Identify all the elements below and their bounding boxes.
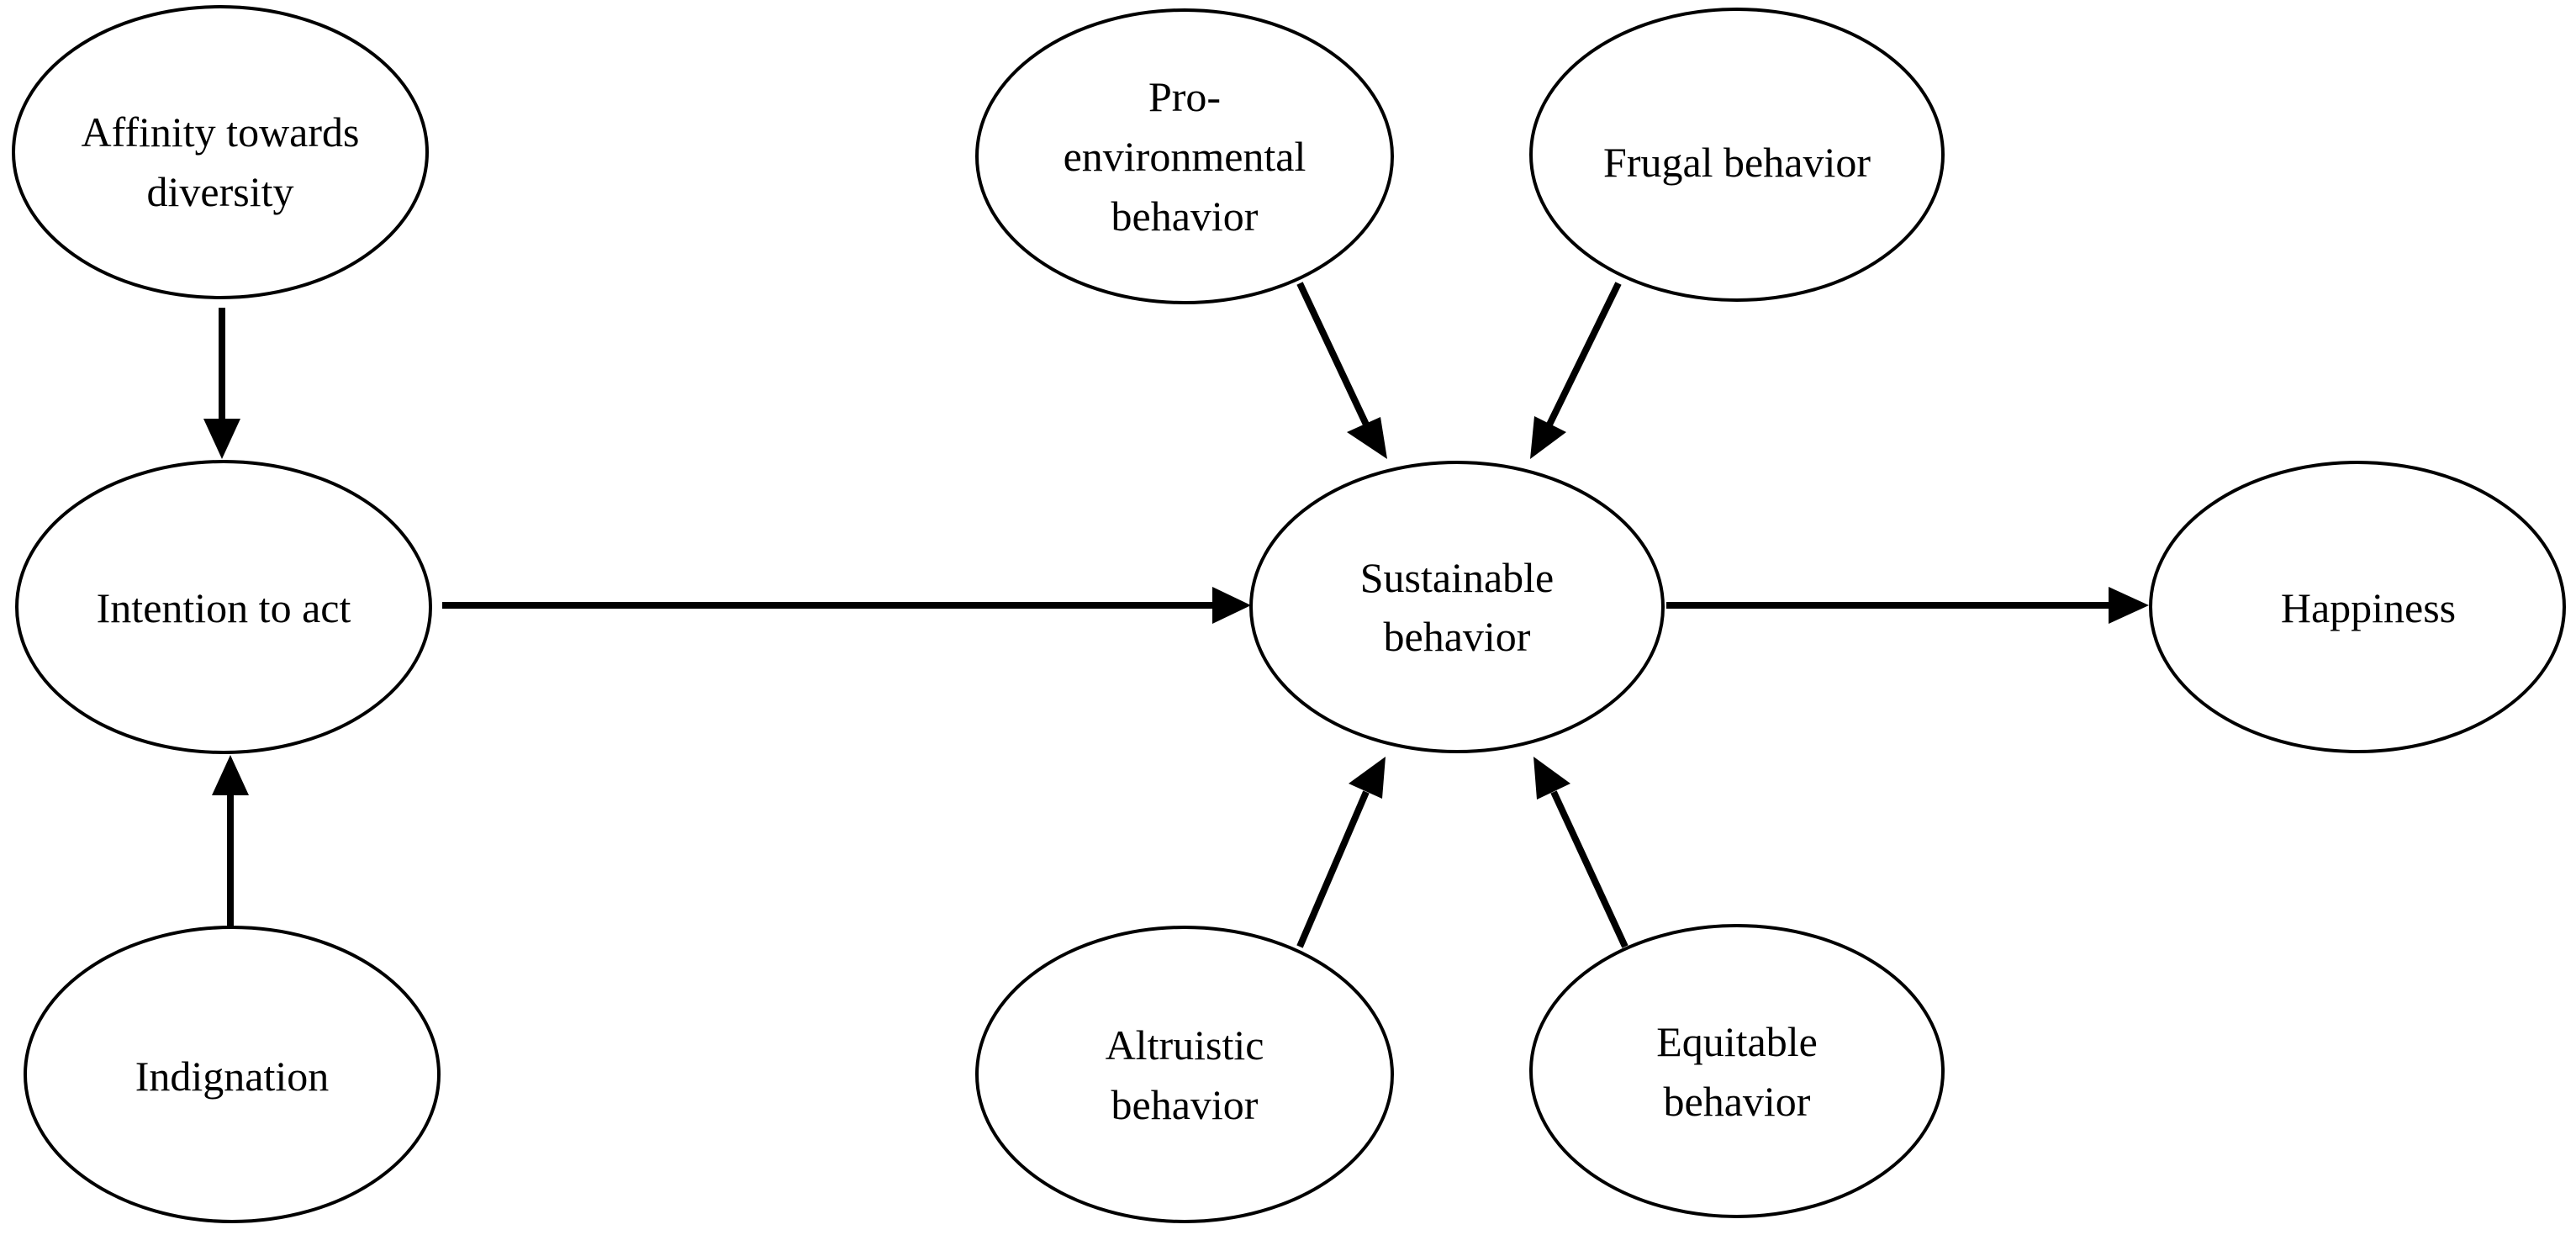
node-affinity-towards-diversity: Affinity towards diversity (12, 5, 429, 299)
node-pro-environmental-behavior: Pro- environmental behavior (975, 8, 1394, 304)
node-label-line: environmental (1064, 133, 1306, 180)
node-label-line: Altruistic (1106, 1021, 1264, 1069)
edges-layer (203, 282, 2149, 948)
node-intention-to-act: Intention to act (15, 460, 432, 754)
edge-intention-to-sustainable (442, 587, 1251, 624)
node-label-line: Happiness (2281, 584, 2456, 631)
node-altruistic-behavior: Altruistic behavior (975, 926, 1394, 1223)
edge-frugal-to-sustainable (1530, 282, 1622, 459)
edge-affinity-to-intention (203, 308, 240, 459)
node-label-line: diversity (147, 168, 294, 215)
node-label-line: Frugal behavior (1603, 139, 1871, 186)
edge-sustainable-to-happiness (1666, 587, 2149, 624)
node-label-line: Affinity towards (82, 108, 360, 156)
edge-proenv-to-sustainable (1296, 282, 1387, 459)
node-sustainable-behavior: Sustainable behavior (1249, 461, 1665, 753)
node-equitable-behavior: Equitable behavior (1529, 924, 1945, 1218)
node-label-line: Pro- (1148, 73, 1221, 120)
edge-equitable-to-sustainable (1533, 757, 1628, 948)
edge-altruistic-to-sustainable (1296, 757, 1386, 948)
nodes-layer: Affinity towards diversity Intention to … (12, 5, 2566, 1223)
node-label-line: Sustainable (1360, 554, 1555, 601)
edge-indignation-to-intention (212, 755, 249, 926)
node-label-line: Intention to act (97, 584, 351, 631)
node-label-line: behavior (1111, 1081, 1259, 1128)
node-frugal-behavior: Frugal behavior (1529, 8, 1945, 302)
node-label-line: Equitable (1656, 1018, 1818, 1065)
node-label-line: behavior (1664, 1078, 1811, 1125)
node-label-line: behavior (1111, 193, 1259, 240)
node-indignation: Indignation (24, 926, 441, 1223)
node-label-line: Indignation (135, 1053, 330, 1100)
node-label-line: behavior (1384, 613, 1531, 660)
node-happiness: Happiness (2149, 461, 2566, 753)
